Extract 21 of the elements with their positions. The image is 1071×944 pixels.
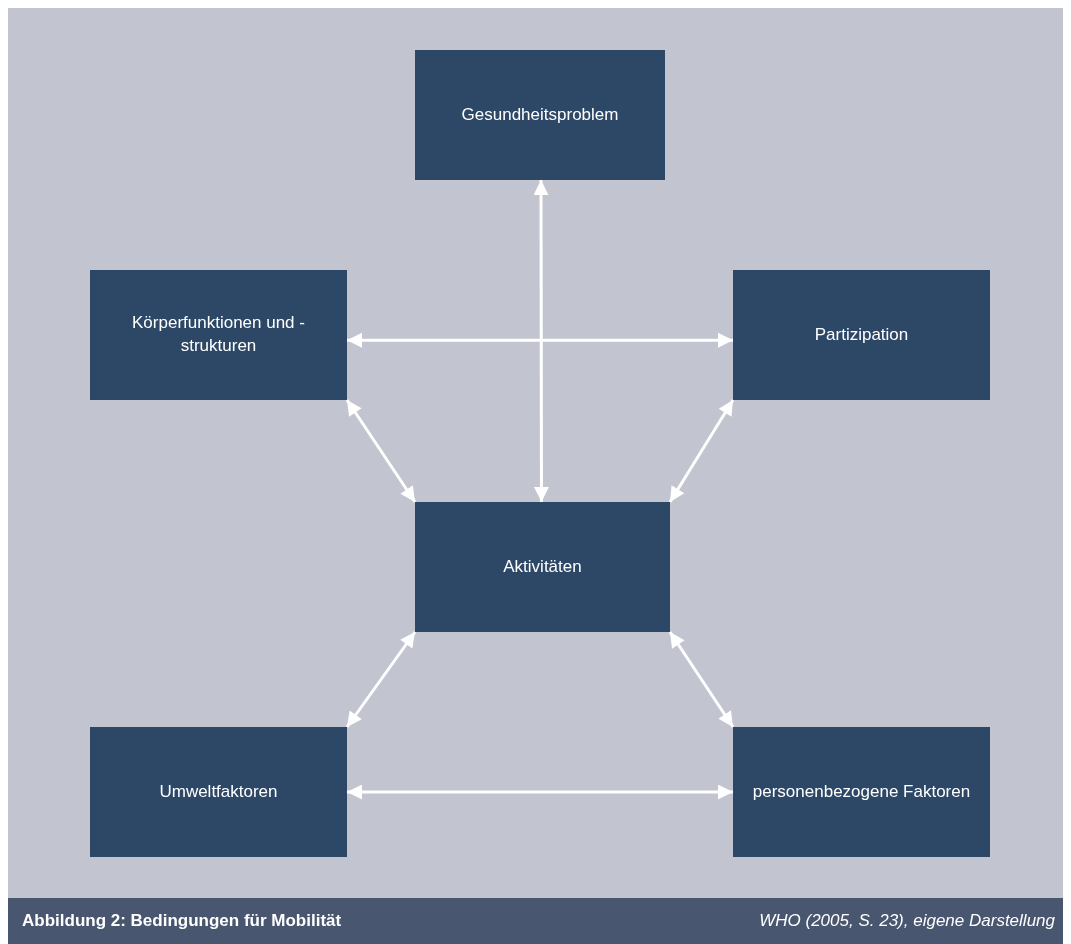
source-note: WHO (2005, S. 23), eigene Darstellung [759,911,1055,931]
concept-box [733,270,990,400]
box-label: Gesundheitsproblem [461,103,619,126]
double-arrow [668,399,735,503]
double-arrow [347,784,733,800]
double-arrow [347,332,733,348]
concept-box [415,50,665,180]
box-label: Körperfunktionen und -strukturen [131,312,306,357]
concept-box [90,727,347,857]
box-label: personenbezogene Faktoren [752,780,971,803]
concept-box [90,270,347,400]
box-label: Partizipation [814,323,909,346]
box-label: Umweltfaktoren [159,780,278,803]
double-arrow [345,631,417,728]
double-arrow [668,631,735,728]
double-arrow [533,180,549,502]
figure-caption: Abbildung 2: Bedingungen für Mobilität [22,911,342,931]
double-arrow [345,399,417,503]
box-label: Aktivitäten [503,555,582,578]
concept-box [733,727,990,857]
concept-box [415,502,670,632]
